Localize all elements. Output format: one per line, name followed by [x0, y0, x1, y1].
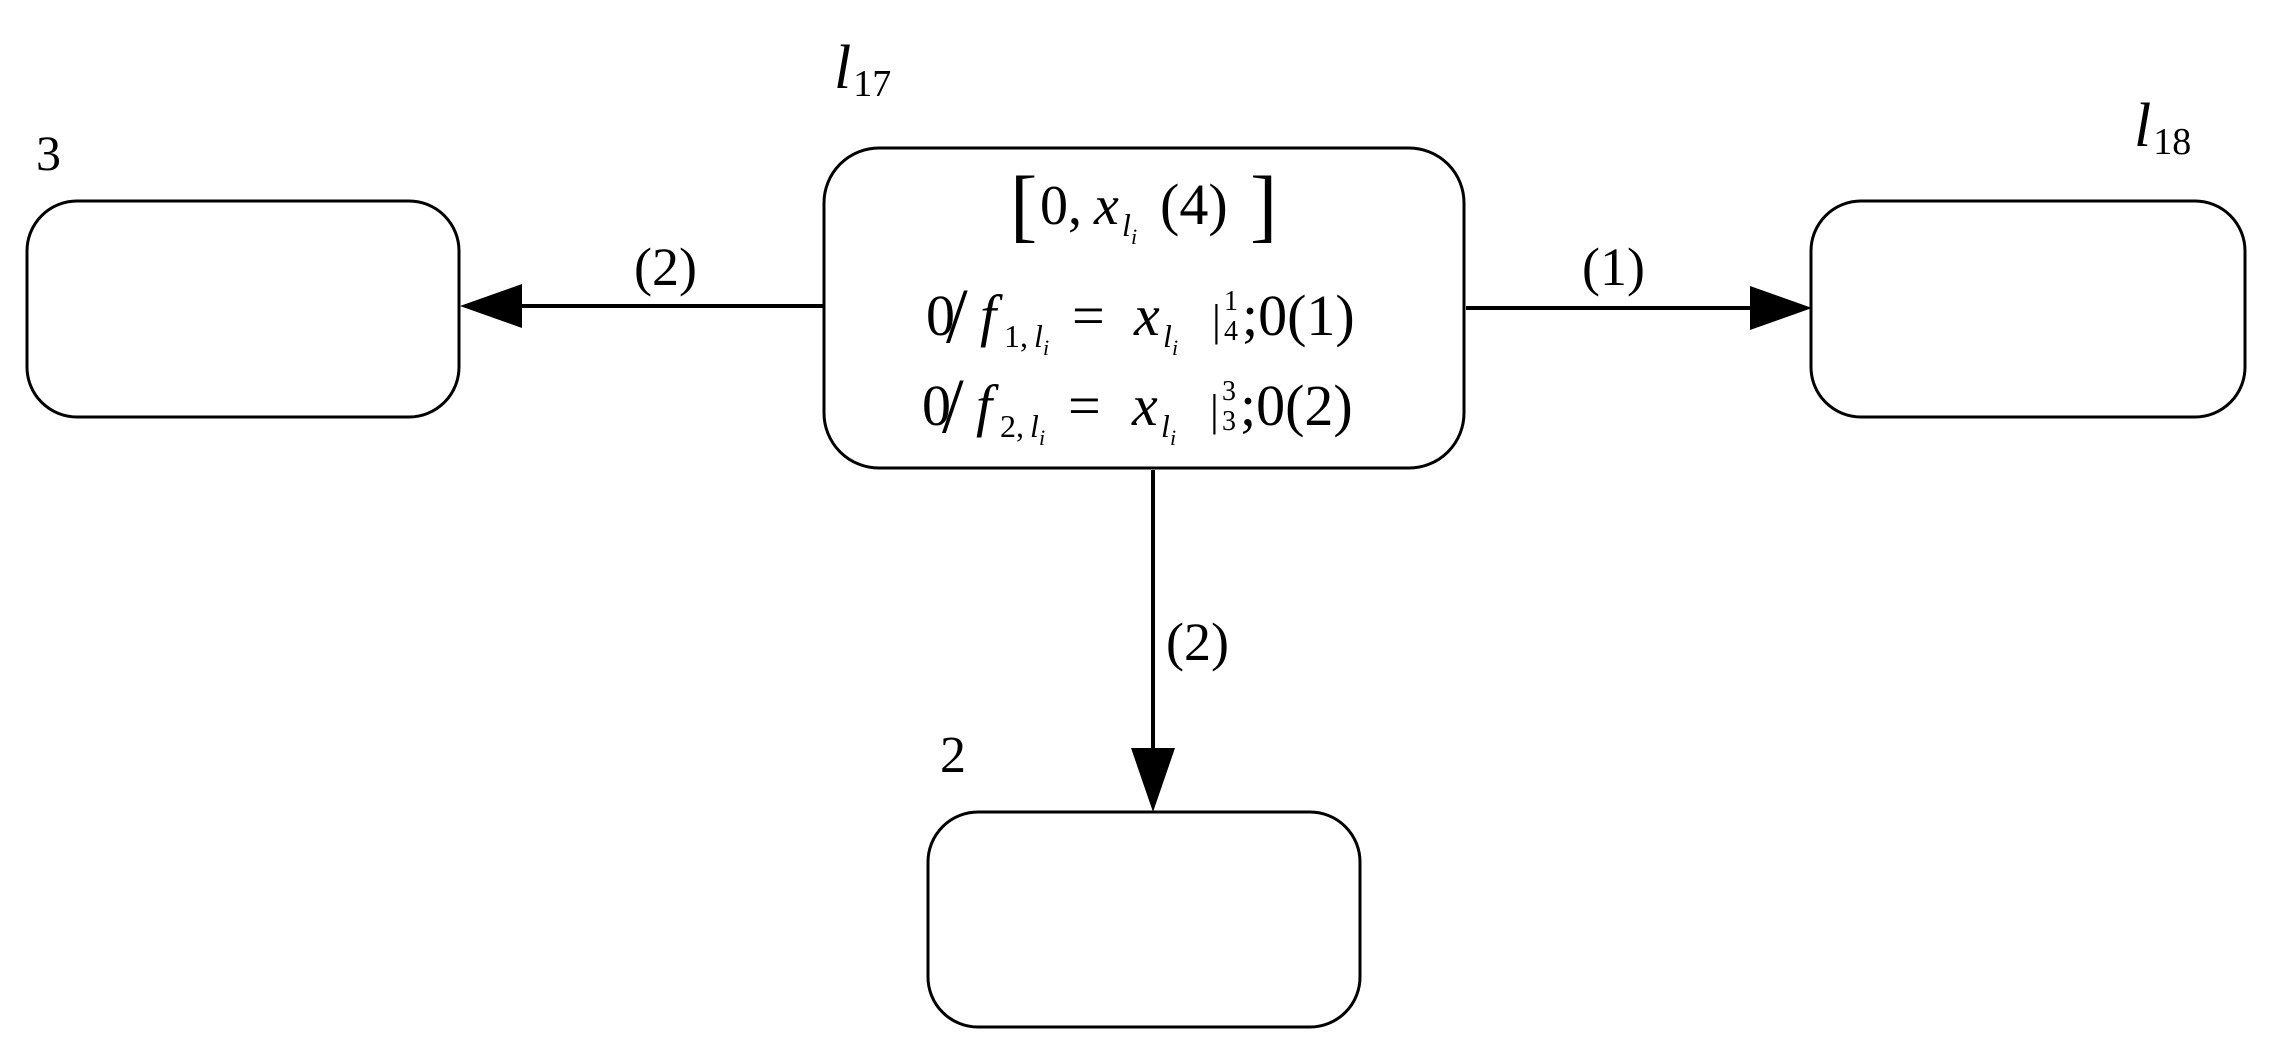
edge-to-left-label: (2)	[634, 237, 697, 297]
line1-tail: ;0(1)	[1242, 283, 1355, 348]
node-center	[822, 146, 1466, 470]
node-right-label: l18	[2134, 92, 2191, 163]
interval-close-bracket: ]	[1250, 159, 1277, 250]
line1-func-sub-i: i	[1043, 335, 1049, 360]
line2-equals: =	[1068, 373, 1101, 438]
line1-var-subsub: i	[1172, 335, 1178, 360]
line1-var-sub: l	[1163, 318, 1172, 354]
line1-func-sub-l: l	[1034, 318, 1043, 354]
line1-sup: 1	[1224, 286, 1238, 317]
line2-tail: ;0(2)	[1240, 373, 1353, 438]
node-center-label: l17	[834, 34, 891, 105]
interval-var: x	[1093, 175, 1119, 237]
interval-open-bracket: [	[1010, 159, 1037, 250]
node-bottom-label: 2	[940, 727, 966, 784]
edge-to-right-label: (1)	[1582, 237, 1645, 297]
node-left	[25, 199, 461, 419]
interval-zero: 0,	[1040, 175, 1082, 237]
interval-var-subsub: i	[1131, 224, 1137, 249]
arrowhead-right	[1750, 286, 1812, 330]
line2-var-sub: l	[1161, 408, 1170, 444]
node-bottom	[926, 810, 1362, 1029]
arrowhead-left	[460, 284, 522, 328]
arrowhead-bottom	[1131, 748, 1175, 812]
line1-var: x	[1133, 283, 1160, 348]
edge-to-bottom-label: (2)	[1166, 612, 1229, 672]
interval-expression: [ 0, x l i (4) ]	[1010, 159, 1277, 250]
line1-equals: =	[1072, 283, 1105, 348]
interval-paren-value: (4)	[1160, 172, 1228, 237]
line2-sub: 3	[1222, 406, 1236, 437]
line1-func-sub: 1,	[1004, 318, 1028, 354]
line2-var: x	[1131, 373, 1158, 438]
line2-var-subsub: i	[1170, 425, 1176, 450]
function-line-1: 0 / f 1, l i = x l i | 1 4 ;0(1)	[926, 272, 1355, 360]
line2-bar: |	[1210, 386, 1219, 435]
line1-bar: |	[1212, 296, 1221, 345]
line2-sup: 3	[1222, 376, 1236, 407]
function-line-2: 0 / f 2, l i = x l i | 3 3 ;0(2)	[922, 362, 1353, 450]
line2-func-sub-i: i	[1039, 425, 1045, 450]
line2-slash: /	[942, 362, 964, 449]
node-left-label: 3	[36, 125, 61, 181]
line1-slash: /	[946, 272, 968, 359]
line1-zero: 0	[926, 283, 955, 348]
node-right	[1809, 199, 2247, 419]
interval-var-sub: l	[1122, 207, 1131, 243]
line2-zero: 0	[922, 373, 951, 438]
line1-sub: 4	[1224, 316, 1238, 347]
line2-func-sub: 2,	[1000, 408, 1024, 444]
line2-func-sub-l: l	[1030, 408, 1039, 444]
